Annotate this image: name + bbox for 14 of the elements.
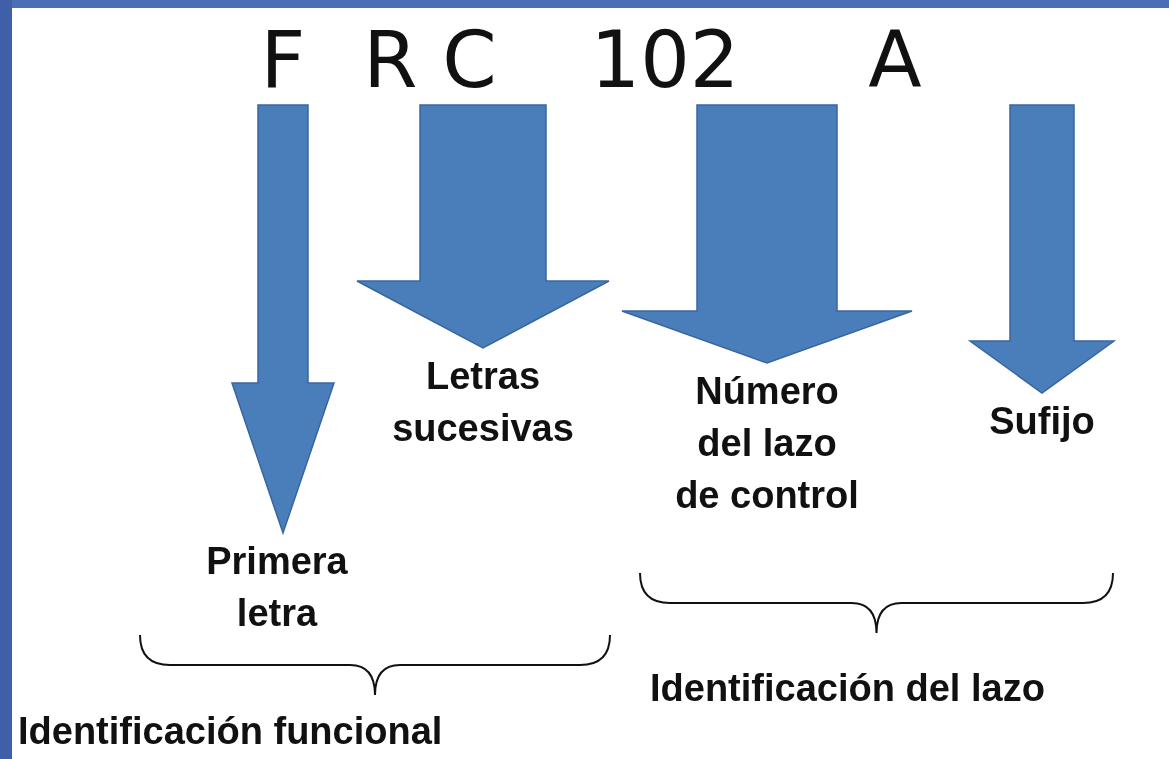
description-text: Número del lazo de control bbox=[672, 365, 862, 521]
block-arrow bbox=[967, 104, 1117, 394]
description-text: Primera letra bbox=[177, 535, 377, 639]
block-arrow bbox=[356, 104, 610, 349]
block-arrow bbox=[621, 104, 913, 364]
description-text: Letras sucesivas bbox=[368, 350, 598, 454]
code-letter: 102 bbox=[580, 20, 750, 100]
code-letter: A bbox=[855, 20, 935, 100]
group-label: Identificación funcional bbox=[18, 709, 443, 754]
code-letter: R C bbox=[355, 20, 505, 100]
group-label: Identificación del lazo bbox=[650, 666, 1045, 711]
description-text: Sufijo bbox=[962, 395, 1122, 447]
block-arrow bbox=[230, 104, 336, 536]
code-letter: F bbox=[243, 20, 323, 100]
